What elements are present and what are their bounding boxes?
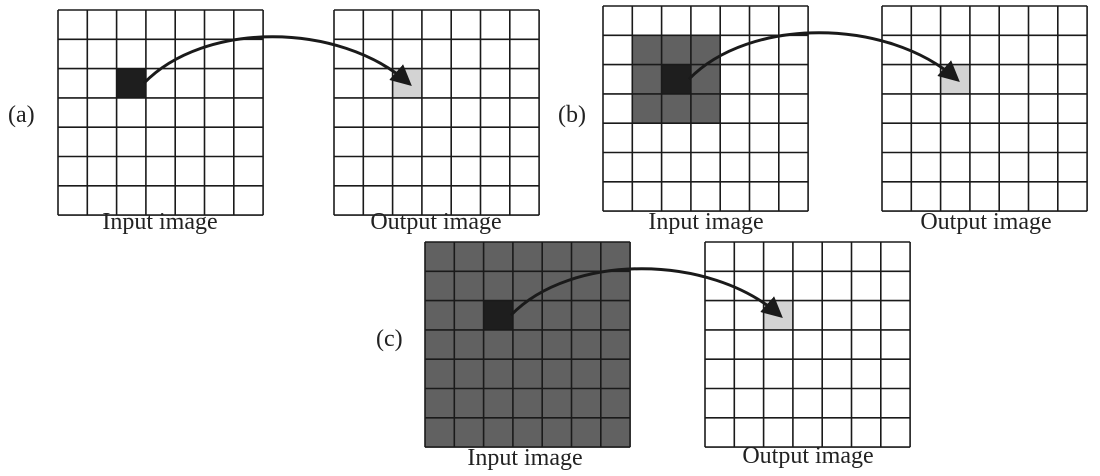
panel-label-c: (c)	[376, 326, 403, 352]
panel-c: (c) Input image Output image	[376, 241, 911, 471]
input-caption-a: Input image	[102, 209, 217, 235]
input-center-cell	[116, 68, 146, 98]
panel-b: (b) Input image Output image	[558, 5, 1088, 235]
mapping-arrow-b	[687, 31, 960, 83]
neighborhood-region	[425, 242, 631, 448]
input-center-cell	[483, 300, 513, 330]
output-grid-a	[333, 9, 540, 216]
input-grid-b	[602, 5, 809, 212]
output-grid-b	[881, 5, 1088, 212]
mapping-arrow-c	[509, 267, 783, 319]
input-grid-c	[424, 241, 631, 448]
panel-a: (a) Input image Output image	[8, 9, 540, 235]
input-grid-a	[57, 9, 264, 216]
grid-background	[58, 10, 264, 216]
input-caption-b: Input image	[648, 209, 763, 235]
output-caption-c: Output image	[742, 443, 873, 469]
output-caption-a: Output image	[370, 209, 501, 235]
panel-label-b: (b)	[558, 102, 586, 128]
grid-background	[705, 242, 911, 448]
input-caption-c: Input image	[467, 445, 582, 471]
panel-label-a: (a)	[8, 102, 35, 128]
output-caption-b: Output image	[920, 209, 1051, 235]
grid-background	[882, 6, 1088, 212]
output-grid-c	[704, 241, 911, 448]
mapping-arrow-a	[142, 35, 412, 87]
grid-background	[334, 10, 540, 216]
input-center-cell	[661, 64, 691, 94]
